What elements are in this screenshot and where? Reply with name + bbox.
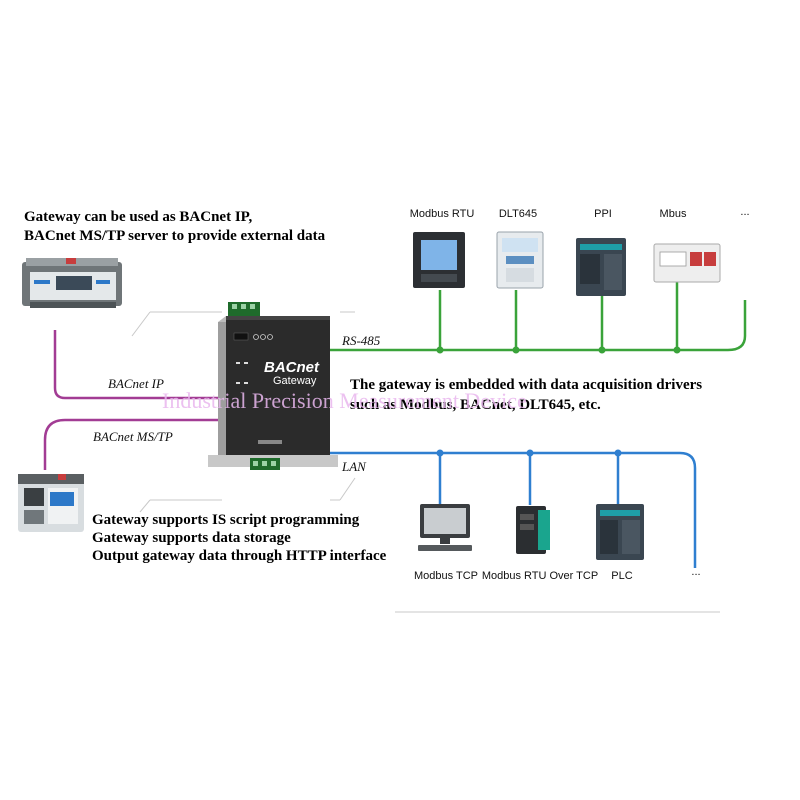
lan-device-label-more: ... <box>691 566 700 578</box>
lan-device-label-modbus-rtu-over-tcp: Modbus RTU Over TCP <box>482 570 598 582</box>
device-ppi <box>576 238 626 296</box>
rs485-junctions <box>436 346 681 354</box>
device-dlt645 <box>496 231 544 289</box>
gateway-subtitle-label: Gateway <box>273 375 317 387</box>
lan-junctions <box>436 449 622 457</box>
device-modbus-rtu-over-tcp <box>516 506 550 554</box>
embedded-drivers-text-line1: The gateway is embedded with data acquis… <box>350 377 702 393</box>
feature-data-storage: Gateway supports data storage <box>92 530 291 546</box>
rs485-device-label-dlt645: DLT645 <box>499 208 537 220</box>
rs485-device-label-modbus-rtu: Modbus RTU <box>410 208 475 220</box>
rs485-device-label-ppi: PPI <box>594 208 612 220</box>
rs485-bus <box>330 282 747 352</box>
bacnet-gateway <box>208 302 338 470</box>
bacnet-server-text-line2: BACnet MS/TP server to provide external … <box>24 228 326 244</box>
bacnet-server-text-line1: Gateway can be used as BACnet IP, <box>24 209 252 225</box>
bacnet-lines <box>43 330 218 470</box>
lan-bus <box>330 451 697 568</box>
gateway-brand-label: BACnet <box>264 359 320 376</box>
device-modbus-rtu <box>413 232 465 288</box>
device-mbus <box>653 243 721 283</box>
rs485-bus-label: RS-485 <box>341 333 381 348</box>
lan-device-label-plc: PLC <box>611 570 632 582</box>
bacnet-mstp-label: BACnet MS/TP <box>93 429 173 444</box>
lan-device-label-modbus-tcp: Modbus TCP <box>414 570 478 582</box>
bacnet-ip-label: BACnet IP <box>108 376 164 391</box>
device-modbus-tcp-computer <box>418 504 472 551</box>
watermark-text: Industrial Precision Measurement Device <box>162 388 527 413</box>
bacnet-mstp-controller <box>18 474 84 532</box>
lan-bus-label: LAN <box>341 459 367 474</box>
embedded-drivers-text-line2: such as Modbus, BACnet, DLT645, etc. <box>350 397 601 413</box>
rs485-device-label-more: ... <box>740 206 749 218</box>
rs485-device-label-mbus: Mbus <box>660 208 687 220</box>
bacnet-ip-controller <box>22 258 122 308</box>
device-plc <box>596 504 644 560</box>
perspective-guides <box>131 311 720 613</box>
feature-script-programming: Gateway supports IS script programming <box>92 512 360 528</box>
feature-http-interface: Output gateway data through HTTP interfa… <box>92 548 387 564</box>
